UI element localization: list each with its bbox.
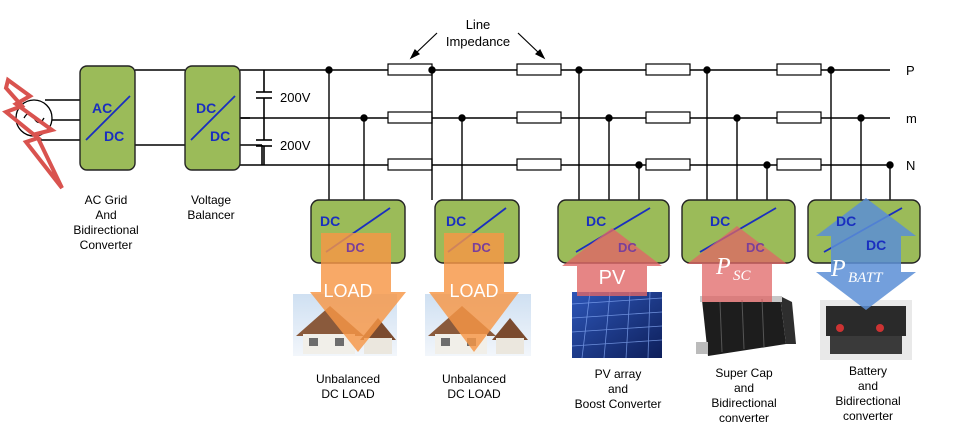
module-3-top: DC bbox=[586, 213, 606, 229]
voltage-balancer: DC DC bbox=[184, 65, 241, 171]
module-5-arrow-label: P bbox=[830, 256, 846, 282]
rail-label-n: N bbox=[906, 158, 915, 173]
drop-wires bbox=[325, 66, 894, 200]
module-1-top: DC bbox=[320, 213, 340, 229]
module-4-caption-2: and bbox=[734, 381, 754, 395]
ac-caption-3: Bidirectional bbox=[73, 223, 138, 237]
module-supercap: DC DC P SC bbox=[681, 199, 796, 356]
voltage-label-bottom: 200V bbox=[280, 138, 311, 153]
supercap-photo bbox=[696, 296, 796, 356]
ac-caption-4: Converter bbox=[80, 238, 133, 252]
module-4-caption-4: converter bbox=[719, 411, 769, 425]
module-battery: DC DC P BATT bbox=[807, 198, 921, 360]
arrow-left-head bbox=[409, 48, 421, 60]
module-2-caption-1: Unbalanced bbox=[442, 372, 506, 386]
module-pv: DC DC PV bbox=[557, 199, 670, 359]
module-3-arrow-label: PV bbox=[599, 267, 626, 289]
arrow-right-head bbox=[534, 48, 546, 60]
battery-photo bbox=[820, 300, 912, 360]
module-4-caption-1: Super Cap bbox=[715, 366, 773, 380]
module-4-top: DC bbox=[710, 213, 730, 229]
ac-converter-bottom: DC bbox=[104, 128, 124, 144]
module-2-top: DC bbox=[446, 213, 466, 229]
module-4-bottom: DC bbox=[746, 240, 765, 255]
module-3-bottom: DC bbox=[618, 240, 637, 255]
impedance-resistor bbox=[776, 111, 822, 124]
balancer-bottom: DC bbox=[210, 128, 230, 144]
supercap-arrow bbox=[687, 226, 787, 302]
impedance-resistor bbox=[645, 63, 691, 76]
module-1-arrow-label: LOAD bbox=[323, 281, 372, 301]
balancer-caption-1: Voltage bbox=[191, 193, 231, 207]
module-5-caption-4: converter bbox=[843, 409, 893, 423]
module-load-1: DC DC LOAD bbox=[293, 199, 406, 356]
module-5-bottom: DC bbox=[866, 237, 886, 253]
balancer-top: DC bbox=[196, 100, 216, 116]
rail-label-p: P bbox=[906, 63, 915, 78]
impedance-resistor bbox=[516, 158, 562, 171]
impedance-resistor bbox=[645, 111, 691, 124]
impedance-resistor bbox=[387, 111, 433, 124]
impedance-resistor bbox=[776, 63, 822, 76]
module-1-caption-1: Unbalanced bbox=[316, 372, 380, 386]
impedances bbox=[387, 63, 822, 171]
ac-dc-converter: AC DC bbox=[79, 65, 136, 171]
module-load-2: DC DC LOAD bbox=[425, 199, 531, 356]
impedance-arrows bbox=[409, 32, 546, 60]
module-3-caption-1: PV array bbox=[595, 367, 642, 381]
lightning-icon bbox=[2, 76, 64, 190]
impedance-label-1: Line bbox=[466, 17, 491, 32]
module-5-caption-1: Battery bbox=[849, 364, 887, 378]
ac-caption-2: And bbox=[95, 208, 116, 222]
arrow-right bbox=[517, 32, 541, 55]
load-arrow bbox=[310, 233, 406, 352]
module-2-arrow-label: LOAD bbox=[449, 281, 498, 301]
module-4-arrow-sub: SC bbox=[733, 268, 752, 284]
module-1-bottom: DC bbox=[346, 240, 365, 255]
impedance-resistor bbox=[776, 158, 822, 171]
rail-label-m: m bbox=[906, 111, 917, 126]
ac-caption-1: AC Grid bbox=[85, 193, 128, 207]
module-5-top: DC bbox=[836, 213, 856, 229]
impedance-resistor bbox=[645, 158, 691, 171]
module-4-caption-3: Bidirectional bbox=[711, 396, 776, 410]
module-2-caption-2: DC LOAD bbox=[447, 387, 501, 401]
module-5-arrow-sub: BATT bbox=[848, 270, 884, 286]
ac-converter-top: AC bbox=[92, 100, 112, 116]
module-3-caption-2: and bbox=[608, 382, 628, 396]
ac-grid-source bbox=[2, 76, 80, 190]
battery-arrow bbox=[816, 198, 916, 310]
voltage-label-top: 200V bbox=[280, 90, 311, 105]
pv-arrow bbox=[562, 228, 662, 296]
balancer-caption-2: Balancer bbox=[187, 208, 234, 222]
module-5-caption-2: and bbox=[858, 379, 878, 393]
impedance-label-2: Impedance bbox=[446, 34, 510, 49]
impedance-resistor bbox=[387, 158, 433, 171]
impedance-resistor bbox=[516, 111, 562, 124]
load-arrow bbox=[429, 233, 519, 352]
module-5-caption-3: Bidirectional bbox=[835, 394, 900, 408]
impedance-resistor bbox=[516, 63, 562, 76]
module-1-caption-2: DC LOAD bbox=[321, 387, 375, 401]
module-4-arrow-label: P bbox=[715, 254, 731, 280]
arrow-left bbox=[414, 32, 438, 55]
module-3-caption-3: Boost Converter bbox=[575, 397, 662, 411]
impedance-resistor bbox=[387, 63, 433, 76]
module-2-bottom: DC bbox=[472, 240, 491, 255]
